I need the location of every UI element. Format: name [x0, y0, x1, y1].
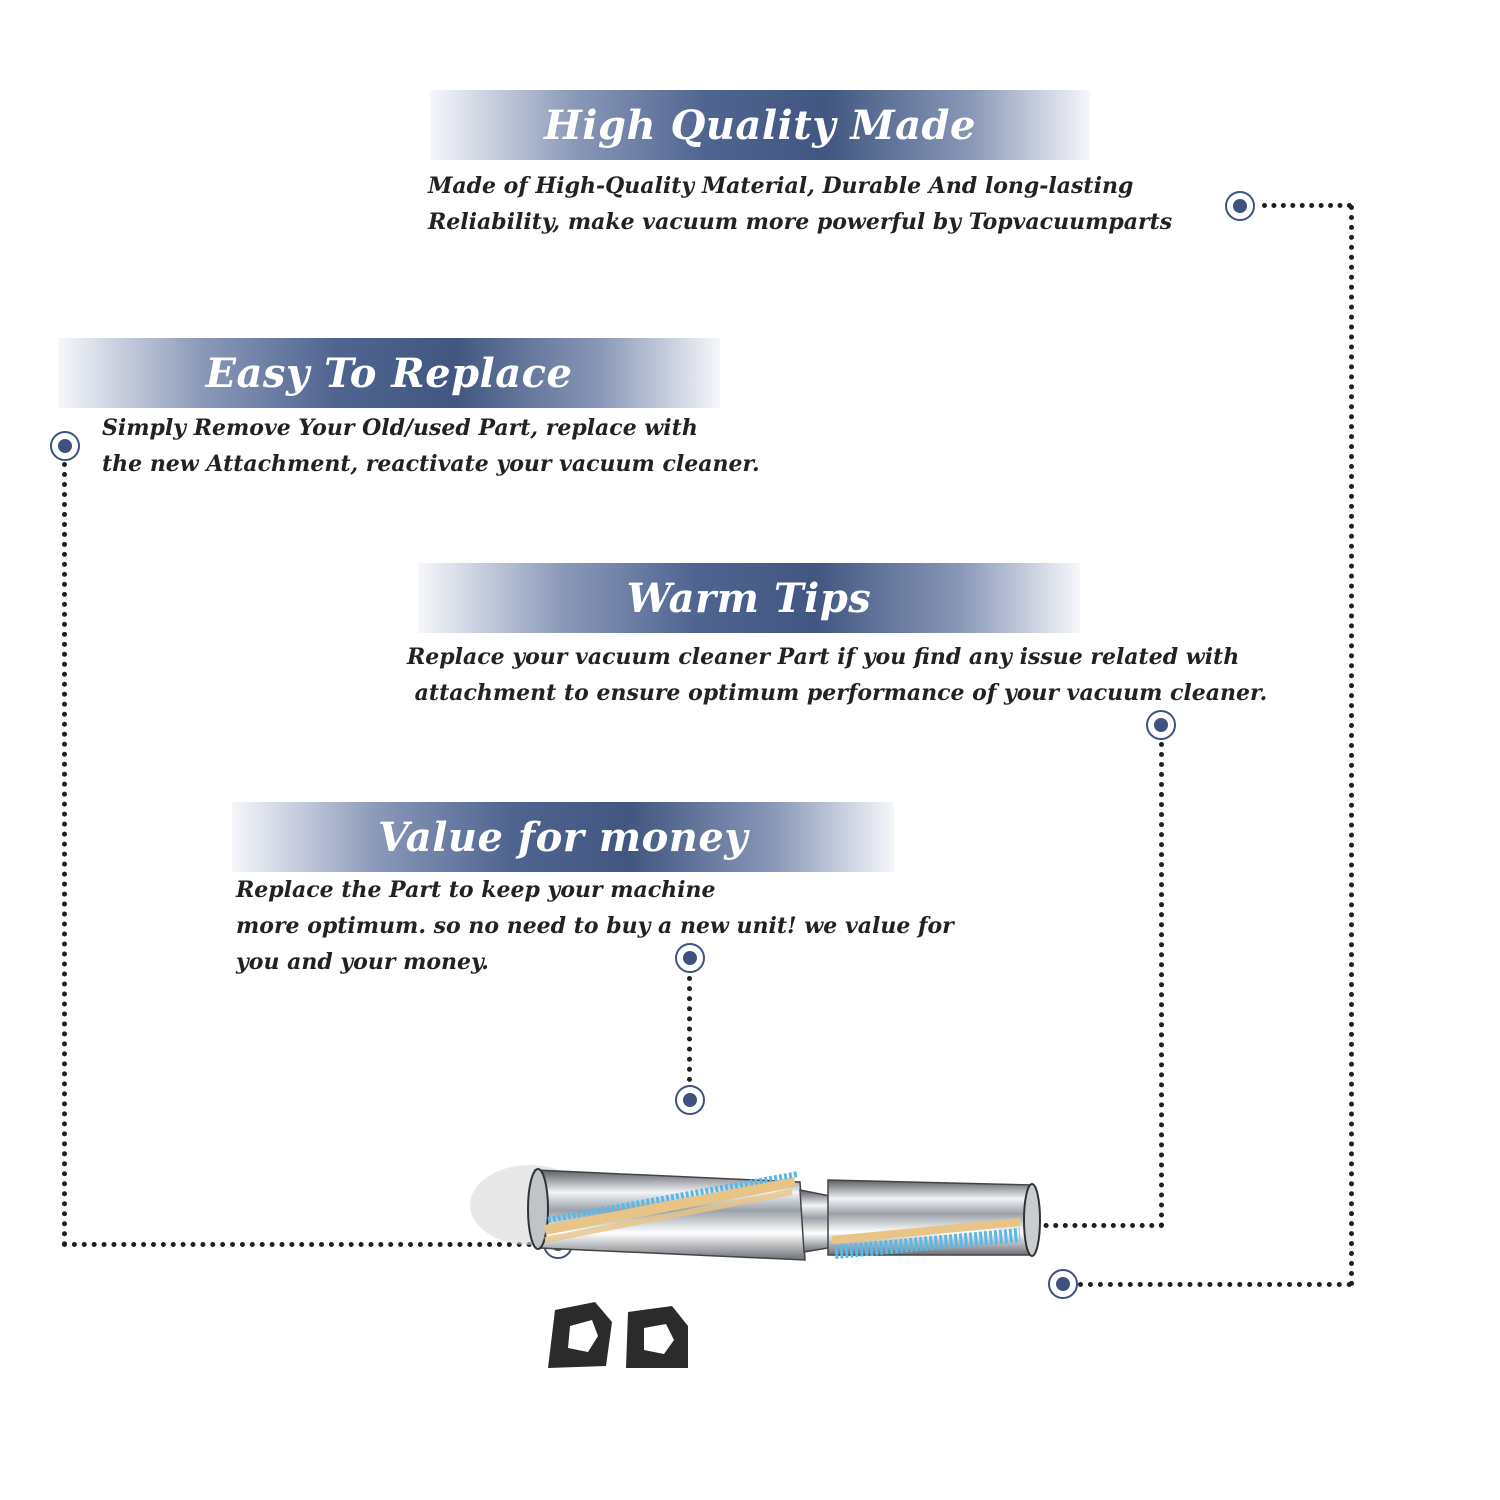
section-title: High Quality Made [544, 101, 976, 149]
banner-high-quality: High Quality Made [430, 90, 1090, 160]
description-line: more optimum. so no need to buy a new un… [236, 913, 954, 939]
section-description: Simply Remove Your Old/used Part, replac… [102, 410, 760, 482]
section-description: Replace your vacuum cleaner Part if you … [407, 639, 1267, 711]
description-line: Replace your vacuum cleaner Part if you … [407, 644, 1240, 670]
banner-warm-tips: Warm Tips [418, 563, 1080, 633]
marker-dot-icon [675, 1085, 705, 1115]
description-line: Replace the Part to keep your machine [236, 877, 716, 903]
connector-line [1034, 1223, 1164, 1228]
section-title: Warm Tips [626, 574, 872, 622]
banner-easy-replace: Easy To Replace [58, 338, 720, 408]
end-cap-icon [626, 1306, 688, 1368]
section-title: Value for money [377, 813, 749, 861]
connector-line [687, 976, 692, 1082]
marker-dot-icon [1225, 191, 1255, 221]
connector-line [1078, 1282, 1352, 1287]
description-line: the new Attachment, reactivate your vacu… [102, 451, 760, 477]
section-title: Easy To Replace [205, 349, 573, 397]
end-cap-icon [548, 1302, 612, 1368]
description-line: you and your money. [236, 949, 489, 975]
section-description: Replace the Part to keep your machine mo… [236, 872, 954, 980]
description-line: Simply Remove Your Old/used Part, replac… [102, 415, 698, 441]
connector-line [1159, 742, 1164, 1228]
banner-value-money: Value for money [232, 802, 894, 872]
description-line: attachment to ensure optimum performance… [407, 680, 1268, 706]
connector-line [1349, 205, 1354, 1287]
description-line: Made of High-Quality Material, Durable A… [428, 173, 1134, 199]
connector-line [62, 462, 67, 1247]
connector-line [1262, 203, 1352, 208]
brush-roll-icon [470, 1165, 1041, 1368]
connector-line [62, 1242, 542, 1247]
marker-dot-icon [675, 943, 705, 973]
description-line: Reliability, make vacuum more powerful b… [428, 209, 1173, 235]
marker-dot-icon [1146, 710, 1176, 740]
section-description: Made of High-Quality Material, Durable A… [428, 168, 1172, 240]
marker-dot-icon [50, 431, 80, 461]
marker-dot-icon [1048, 1269, 1078, 1299]
